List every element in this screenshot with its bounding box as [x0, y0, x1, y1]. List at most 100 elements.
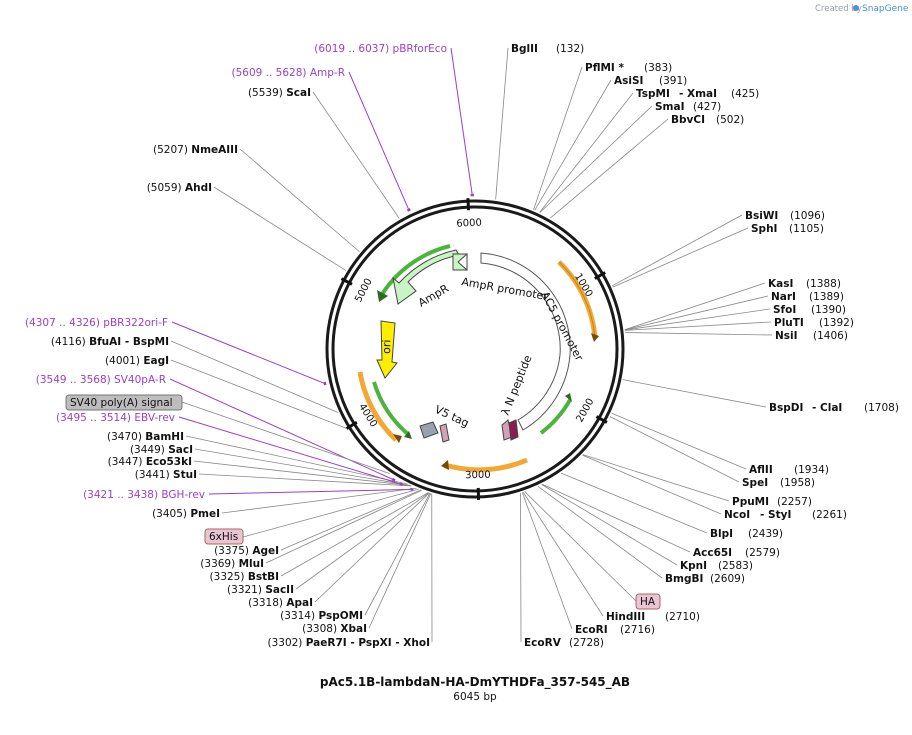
- site-name-2: - ClaI: [812, 402, 842, 414]
- site-text: (3470) BamHI: [107, 431, 184, 443]
- site-sfoi[interactable]: SfoI(1390): [773, 304, 846, 316]
- site-name: NcoI: [724, 509, 750, 521]
- site-eagi[interactable]: (4001) EagI: [105, 355, 169, 367]
- site-text: (3308) XbaI: [302, 623, 367, 635]
- site-blpi[interactable]: BlpI (2439): [710, 528, 783, 540]
- site-text: (3314) PspOMI: [280, 610, 363, 622]
- backbone-outer-strand: [325, 199, 625, 499]
- site-text: (3449) SacI: [130, 444, 193, 456]
- site-hindiii[interactable]: HindIII(2710): [606, 611, 700, 623]
- primer-bgh-rev[interactable]: (3421 .. 3438) BGH-rev: [83, 489, 205, 501]
- site-paer7i-pspxi-xhoi[interactable]: (3302) PaeR7I - PspXI - XhoI: [267, 637, 430, 649]
- site-tspmi-xmai[interactable]: TspMI- XmaI(425): [636, 88, 759, 100]
- site-mlui[interactable]: (3369) MluI: [200, 558, 264, 570]
- site-name: BglII: [511, 43, 538, 55]
- site-name: PmeI: [190, 508, 220, 520]
- site-acc65i[interactable]: Acc65I(2579): [693, 547, 780, 559]
- site-pmei[interactable]: (3405) PmeI: [152, 508, 220, 520]
- site-eco53ki[interactable]: (3447) Eco53kI: [108, 456, 192, 468]
- site-pflmi[interactable]: PflMI *(383): [585, 62, 672, 74]
- site-position: (3318): [248, 597, 286, 609]
- site-name: SphI: [751, 223, 777, 235]
- site-scai[interactable]: (5539) ScaI: [248, 87, 311, 99]
- site-bmgbi[interactable]: BmgBI(2609): [665, 573, 745, 585]
- site-position: (3441): [135, 469, 173, 481]
- credit-text: Created by: [815, 4, 862, 14]
- site-sacii[interactable]: (3321) SacII: [227, 584, 294, 596]
- site-name: BlpI: [710, 528, 733, 540]
- site-bstbi[interactable]: (3325) BstBI: [210, 571, 279, 583]
- primer-pbr322ori-f[interactable]: (4307 .. 4326) pBR322ori-F: [25, 317, 168, 329]
- site-bspdi-clai[interactable]: BspDI- ClaI(1708): [769, 402, 899, 414]
- site-name: EcoRV: [524, 637, 562, 649]
- site-kpni[interactable]: KpnI(2583): [680, 560, 753, 572]
- site-pluti[interactable]: PluTI(1392): [774, 317, 854, 329]
- site-sphi[interactable]: SphI(1105): [751, 223, 824, 235]
- site-position: (3302): [267, 637, 305, 649]
- sv40-box: [65, 394, 183, 411]
- site-name: AflII: [749, 464, 773, 476]
- site-ppumi[interactable]: PpuMI(2257): [732, 496, 812, 508]
- site-name: StuI: [173, 469, 197, 481]
- site-nari[interactable]: NarI(1389): [771, 291, 844, 303]
- site-name: ScaI: [286, 87, 311, 99]
- site-ecori[interactable]: EcoRI(2716): [575, 624, 655, 636]
- site-position: (3405): [152, 508, 190, 520]
- site-nmeaiii[interactable]: (5207) NmeAIII: [153, 144, 238, 156]
- site-smai[interactable]: SmaI(427): [655, 101, 721, 113]
- site-name: Eco53kI: [146, 456, 192, 468]
- site-bglii[interactable]: BglII(132): [511, 43, 584, 55]
- site-name: SmaI: [655, 101, 685, 113]
- site-ncoi-styi[interactable]: NcoI- StyI(2261): [724, 509, 847, 521]
- site-xbai[interactable]: (3308) XbaI: [302, 623, 367, 635]
- site-position: (1708): [864, 402, 899, 414]
- site-position: (2728): [569, 637, 604, 649]
- green-arc-ampr-head: [377, 290, 388, 302]
- site-position: (1406): [813, 330, 848, 342]
- ampr-promoter-arrow: [457, 252, 468, 272]
- site-spei[interactable]: SpeI(1958): [742, 477, 815, 489]
- site-stui[interactable]: (3441) StuI: [135, 469, 197, 481]
- site-aflii[interactable]: AflII(1934): [749, 464, 829, 476]
- site-position: (3325): [210, 571, 248, 583]
- orf-arc-1-edge: [558, 261, 596, 339]
- tick-label-6000: 6000: [456, 218, 482, 230]
- primer-pbrforeco[interactable]: (6019 .. 6037) pBRforEco: [314, 43, 447, 55]
- ori-arrow: [376, 320, 398, 379]
- boxed-label-6xhis: 6xHis: [204, 528, 244, 545]
- site-bamhi[interactable]: (3470) BamHI: [107, 431, 184, 443]
- ampr-arrow: [392, 249, 460, 305]
- site-position: (3447): [108, 456, 146, 468]
- site-name: BfuAI: [89, 336, 121, 348]
- site-name: MluI: [239, 558, 264, 570]
- site-text: (5539) ScaI: [248, 87, 311, 99]
- site-pspomi[interactable]: (3314) PspOMI: [280, 610, 363, 622]
- site-name: - BspMI: [121, 336, 169, 348]
- site-position: (2261): [812, 509, 847, 521]
- site-ahdi[interactable]: (5059) AhdI: [147, 182, 212, 194]
- site-name: TspMI: [636, 88, 670, 100]
- site-nsii[interactable]: NsiI(1406): [775, 330, 848, 342]
- site-position: (3470): [107, 431, 145, 443]
- site-position: (3449): [130, 444, 168, 456]
- site-text: (3325) BstBI: [210, 571, 279, 583]
- boxed-label-ha: HA: [635, 593, 661, 610]
- site-position: (2439): [748, 528, 783, 540]
- site-asisi[interactable]: AsiSI(391): [614, 75, 687, 87]
- green-arc-ampr: [379, 244, 451, 298]
- site-apai[interactable]: (3318) ApaI: [248, 597, 313, 609]
- primer-sv40pa-r[interactable]: (3549 .. 3568) SV40pA-R: [36, 374, 166, 386]
- site-agei[interactable]: (3375) AgeI: [214, 545, 279, 557]
- site-bfuai-bspmi[interactable]: (4116) BfuAI - BspMI: [51, 336, 169, 348]
- site-ecorv[interactable]: EcoRV (2728): [524, 637, 604, 649]
- site-kasi[interactable]: KasI(1388): [768, 278, 841, 290]
- primer-amp-r[interactable]: (5609 .. 5628) Amp-R: [232, 67, 346, 79]
- feature-label-lambda-n: λ N peptide: [499, 353, 535, 417]
- site-text: (3447) Eco53kI: [108, 456, 192, 468]
- site-bbvci[interactable]: BbvCI(502): [671, 114, 744, 126]
- site-saci[interactable]: (3449) SacI: [130, 444, 193, 456]
- primer-ebv-rev[interactable]: (3495 .. 3514) EBV-rev: [56, 412, 175, 424]
- site-name: PluTI: [774, 317, 804, 329]
- site-text: (3321) SacII: [227, 584, 294, 596]
- site-bsiwi[interactable]: BsiWI(1096): [745, 210, 825, 222]
